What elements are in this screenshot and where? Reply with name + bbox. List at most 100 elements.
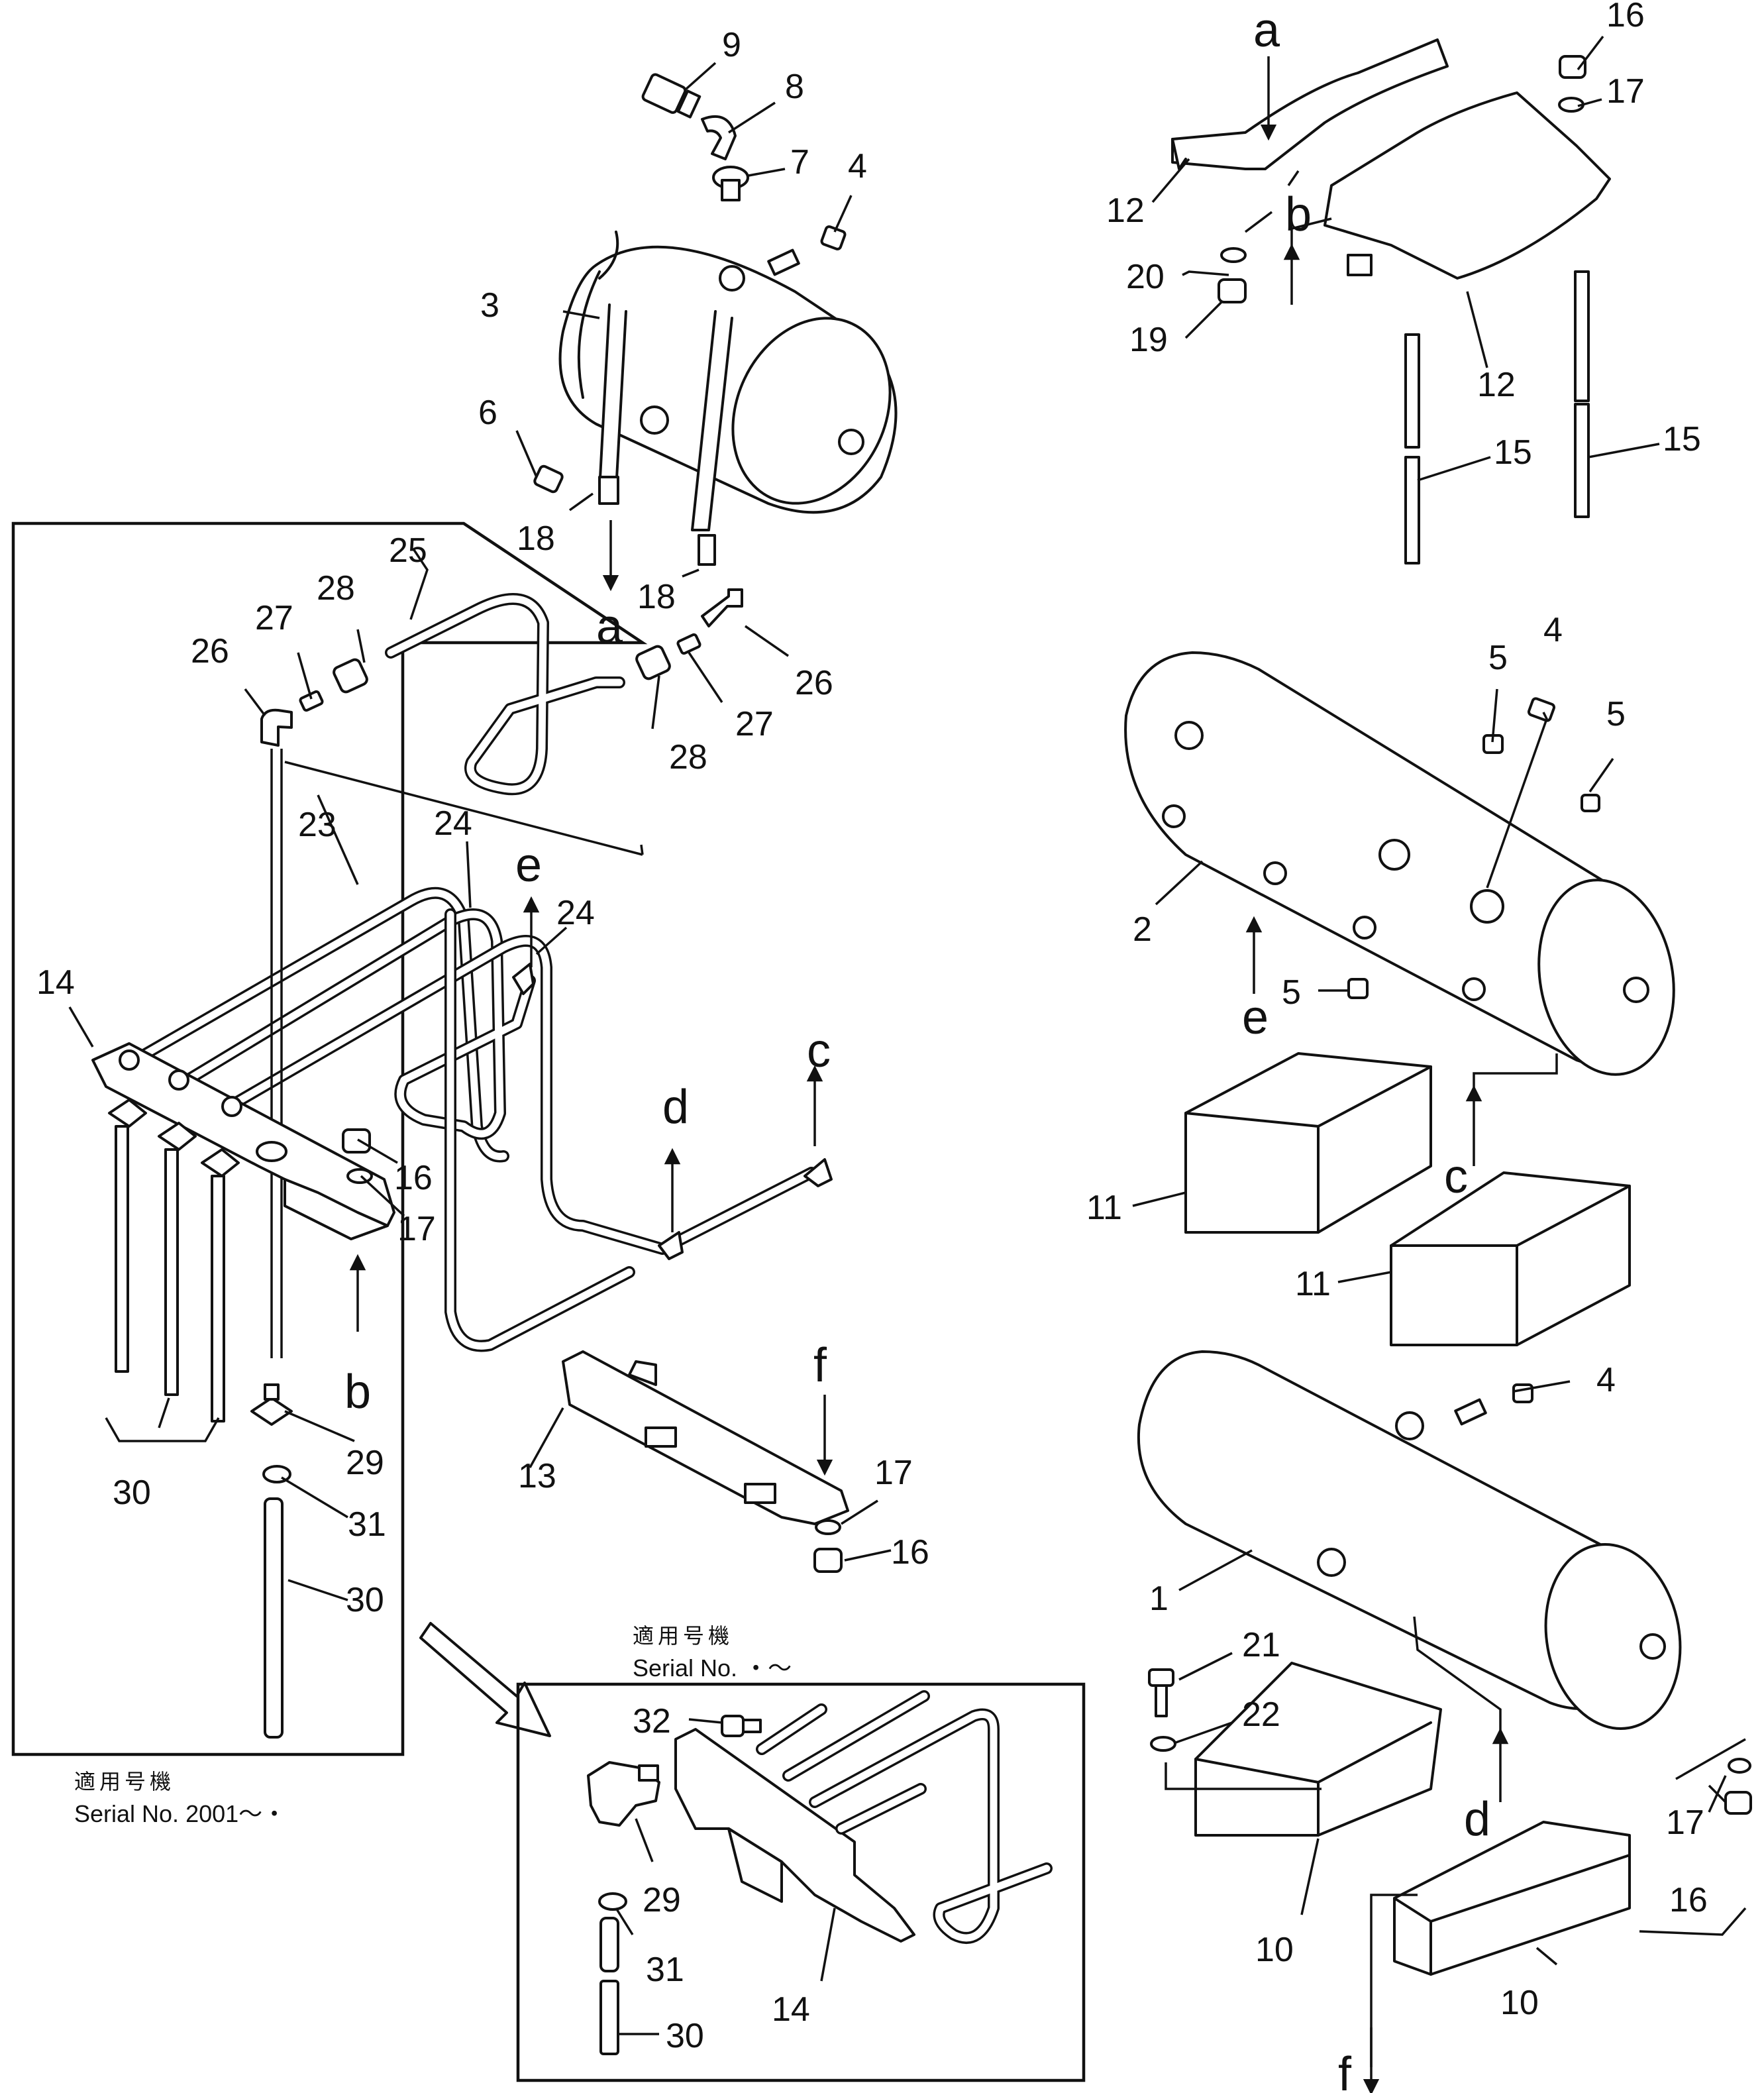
stud-15-left — [1404, 333, 1420, 564]
callout-28-right: 28 — [669, 738, 707, 777]
connection-arrows — [284, 56, 1558, 2093]
letter-b-left: b — [344, 1366, 371, 1419]
fitting-7 — [712, 166, 749, 201]
pipe-long-loop — [444, 908, 635, 1352]
callout-32: 32 — [633, 1702, 671, 1741]
leader-lines — [68, 35, 1747, 2067]
letter-f-left: f — [813, 1339, 827, 1392]
callout-24-a: 24 — [434, 804, 472, 843]
nut-28-left — [333, 658, 368, 694]
drain-valve-29 — [250, 1383, 293, 1426]
tank-band-bolts — [598, 231, 733, 566]
callout-5-bottom: 5 — [1282, 973, 1301, 1012]
callout-13: 13 — [518, 1457, 556, 1495]
letter-b-right: b — [1285, 188, 1312, 241]
inset-pipes — [756, 1690, 1053, 1944]
callout-2: 2 — [1133, 910, 1152, 949]
serial-notes: 適用号機 Serial No. 2001～・ 適用号機 Serial No. ・… — [74, 1623, 792, 1827]
letter-c-left: c — [807, 1024, 831, 1077]
nipple-27-left — [299, 690, 324, 712]
saddle-10-left — [1194, 1662, 1442, 1837]
pipe-24a — [176, 908, 536, 1140]
nut-16-middle — [342, 1128, 371, 1154]
saddle-10-right — [1393, 1821, 1631, 1976]
connection-letters: a a b b c c d d e e f f — [344, 4, 1490, 2093]
callout-6: 6 — [478, 394, 497, 432]
callout-28-left: 28 — [317, 569, 355, 608]
callout-10-left: 10 — [1255, 1931, 1294, 1969]
callout-5-right: 5 — [1606, 695, 1626, 733]
callout-29: 29 — [346, 1444, 384, 1482]
inset-hose-30 — [599, 1917, 619, 2055]
air-tank-lower — [1137, 1350, 1682, 1730]
vertical-drop-pipe — [270, 749, 283, 1358]
callout-10-right: 10 — [1500, 1984, 1539, 2022]
callout-12-upper: 12 — [1106, 191, 1145, 230]
callout-17-bottom: 17 — [874, 1454, 913, 1492]
bracket-12-lower — [1323, 91, 1611, 280]
elbow-e — [512, 963, 535, 995]
nut-16-top — [1559, 55, 1586, 79]
callout-24-b: 24 — [556, 894, 595, 932]
callout-7: 7 — [790, 143, 809, 182]
inset-fitting-32 — [721, 1715, 762, 1737]
callout-8: 8 — [785, 68, 804, 106]
callout-17-top: 17 — [1606, 72, 1645, 111]
callout-15-left: 15 — [1494, 433, 1532, 472]
callout-15-right: 15 — [1663, 420, 1701, 458]
elbow-c — [804, 1158, 833, 1187]
elbow-8 — [701, 115, 737, 160]
callout-26-right: 26 — [795, 664, 833, 702]
washer-20 — [1220, 247, 1247, 263]
callout-3: 3 — [480, 286, 499, 325]
letter-a-left: a — [596, 600, 623, 653]
callout-9: 9 — [722, 26, 741, 64]
letter-e-right: e — [1242, 991, 1269, 1044]
saddle-11-lower — [1390, 1171, 1631, 1346]
pipe-25 — [385, 593, 625, 796]
callout-11-lower: 11 — [1295, 1265, 1331, 1303]
letter-f-right: f — [1338, 2048, 1352, 2093]
letter-a-right: a — [1253, 4, 1280, 57]
callout-16-middle: 16 — [394, 1159, 433, 1197]
letter-e-left: e — [515, 839, 542, 892]
air-tank-small — [558, 245, 898, 514]
washer-22 — [1150, 1736, 1176, 1752]
elbow-26-left — [260, 708, 293, 747]
hose-30 — [264, 1497, 284, 1739]
letter-d-right: d — [1464, 1793, 1490, 1846]
callout-27-left: 27 — [255, 599, 293, 637]
callout-11-upper: 11 — [1086, 1189, 1122, 1227]
air-tank-middle — [1124, 651, 1675, 1076]
callout-31-inset: 31 — [646, 1951, 684, 1989]
letter-d-left: d — [662, 1081, 689, 1134]
callout-31: 31 — [348, 1505, 386, 1544]
callout-14-inset: 14 — [772, 1990, 810, 2029]
callout-labels: 9 8 7 4 3 6 18 18 25 28 27 26 28 27 26 2… — [36, 0, 1708, 2055]
callout-25: 25 — [389, 531, 427, 570]
washer-17-bottom — [815, 1519, 841, 1535]
callout-1: 1 — [1149, 1580, 1168, 1618]
stud-15-right — [1574, 270, 1590, 518]
note-lower-serial: Serial No. 2001～・ — [74, 1800, 286, 1827]
callout-16-top: 16 — [1606, 0, 1645, 34]
plugs-4-5-middle — [1347, 697, 1600, 999]
elbow-d — [658, 1231, 684, 1260]
nut-28-right — [635, 645, 671, 680]
callout-30-group: 30 — [113, 1474, 151, 1512]
note-lower-jp: 適用号機 — [74, 1769, 175, 1794]
manifold-bracket-14 — [91, 1042, 395, 1240]
callout-30-hose: 30 — [346, 1581, 384, 1619]
callout-5-left: 5 — [1488, 639, 1508, 677]
note-inset-jp: 適用号機 — [633, 1623, 733, 1648]
callout-4-middle: 4 — [1543, 611, 1563, 649]
callout-22: 22 — [1242, 1695, 1280, 1734]
callout-16-bottom: 16 — [891, 1533, 929, 1572]
pipe-24b — [229, 935, 817, 1255]
callout-26-left: 26 — [191, 632, 229, 671]
bracket-13 — [562, 1350, 849, 1525]
drain-cocks-30 — [108, 1099, 240, 1422]
callout-4-upper: 4 — [848, 147, 867, 186]
callout-17-middle: 17 — [397, 1210, 436, 1248]
